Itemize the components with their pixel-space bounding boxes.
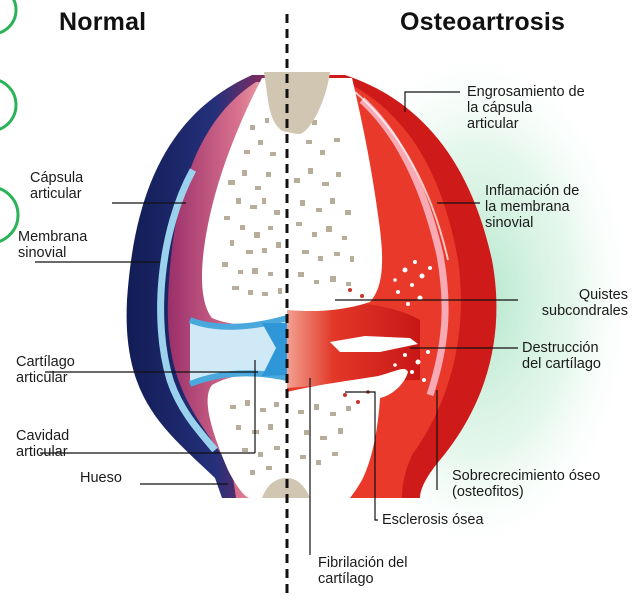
label-inflamacion: Inflamación de la membrana sinovial: [485, 183, 579, 231]
label-quistes: Quistes subcondrales: [510, 287, 628, 319]
label-fibrilacion: Fibrilación del cartílago: [318, 555, 407, 587]
normal-joint: [127, 72, 287, 498]
label-cartilago-articular: Cartílago articular: [16, 354, 75, 386]
badge-icon: [0, 0, 16, 34]
side-badges: [0, 0, 18, 243]
label-sobrecrecimiento: Sobrecrecimiento óseo (osteofitos): [452, 468, 600, 500]
label-membrana-sinovial: Membrana sinovial: [18, 229, 87, 261]
label-hueso: Hueso: [80, 470, 122, 486]
heading-normal: Normal: [59, 8, 146, 37]
badge-icon: [0, 79, 16, 131]
badge-icon: [0, 187, 18, 243]
label-cavidad-articular: Cavidad articular: [16, 428, 69, 460]
label-capsula-articular: Cápsula articular: [30, 170, 83, 202]
label-esclerosis: Esclerosis ósea: [382, 512, 484, 528]
heading-osteoarthritis: Osteoartrosis: [400, 8, 565, 37]
label-engrosamiento: Engrosamiento de la cápsula articular: [467, 84, 585, 132]
label-destruccion: Destrucción del cartílago: [522, 340, 601, 372]
